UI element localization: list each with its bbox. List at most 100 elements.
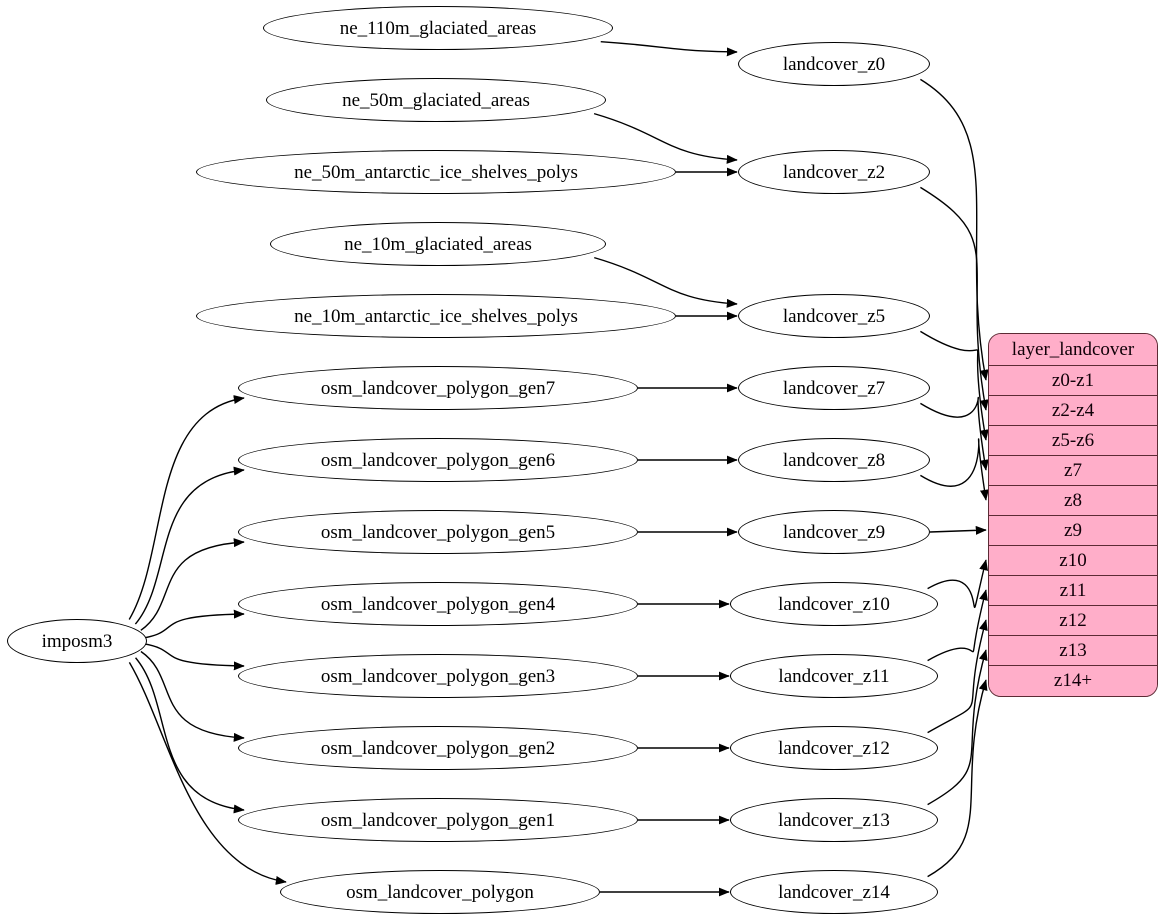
edges-layers-to-table — [920, 78, 989, 878]
table-row-z0-z1[interactable]: z0-z1 — [989, 366, 1157, 396]
table-row-z7[interactable]: z7 — [989, 456, 1157, 486]
edge-imposm3-to-osm-landcover-polygon-gen2 — [140, 650, 245, 742]
edge-ne-110m-glaciated-areas-to-landcover-z0 — [600, 40, 738, 57]
table-header: layer_landcover — [989, 334, 1157, 366]
table-cell-label: z8 — [1064, 489, 1082, 511]
edge-landcover-z7-to-table-row-z7 — [920, 396, 989, 471]
edge-imposm3-to-osm-landcover-polygon-gen1 — [135, 657, 245, 814]
edge-landcover-z12-to-table-row-z12 — [927, 619, 988, 734]
node-label: ne_110m_glaciated_areas — [339, 17, 537, 39]
edge-ne-10m-glaciated-areas-to-landcover-z5 — [594, 256, 738, 308]
node-label: osm_landcover_polygon_gen1 — [320, 809, 556, 831]
table-cell-label: z14+ — [1053, 670, 1093, 691]
node-landcover-z2[interactable]: landcover_z2 — [738, 150, 930, 194]
table-cell-label: z0-z1 — [1051, 369, 1095, 391]
node-label: osm_landcover_polygon_gen6 — [320, 449, 556, 471]
edge-landcover-z0-to-table-row-z0-z1 — [920, 78, 989, 381]
node-landcover-z7[interactable]: landcover_z7 — [738, 366, 930, 410]
edge-imposm3-to-osm-landcover-polygon — [128, 661, 287, 885]
table-cell-label: z11 — [1059, 579, 1087, 601]
table-cell-label: z12 — [1059, 609, 1087, 631]
table-cell-label: z2-z4 — [1051, 399, 1095, 421]
node-label: osm_landcover_polygon_gen4 — [320, 593, 556, 615]
node-label: landcover_z7 — [782, 377, 886, 399]
node-label: osm_landcover_polygon_gen7 — [320, 377, 556, 399]
node-ne-50m-glaciated-areas[interactable]: ne_50m_glaciated_areas — [266, 78, 606, 122]
table-row-z10[interactable]: z10 — [989, 546, 1157, 576]
node-osm-landcover-polygon-gen5[interactable]: osm_landcover_polygon_gen5 — [238, 510, 638, 554]
table-row-z5-z6[interactable]: z5-z6 — [989, 426, 1157, 456]
node-label: ne_10m_antarctic_ice_shelves_polys — [294, 305, 578, 327]
node-label: landcover_z13 — [778, 809, 890, 831]
node-label: landcover_z8 — [782, 449, 886, 471]
node-landcover-z9[interactable]: landcover_z9 — [738, 510, 930, 554]
table-cell-label: z7 — [1064, 459, 1082, 481]
table-row-z2-z4[interactable]: z2-z4 — [989, 396, 1157, 426]
node-imposm3[interactable]: imposm3 — [7, 619, 147, 663]
node-osm-landcover-polygon[interactable]: osm_landcover_polygon — [280, 870, 600, 914]
node-label: ne_10m_glaciated_areas — [344, 233, 532, 255]
table-row-z8[interactable]: z8 — [989, 486, 1157, 516]
layer-landcover-table[interactable]: layer_landcover z0-z1 z2-z4 z5-z6 z7 z8 z9 z10… — [988, 333, 1158, 697]
table-row-z14[interactable]: z14+ — [989, 666, 1157, 696]
edge-ne-50m-glaciated-areas-to-landcover-z2 — [593, 112, 738, 164]
edge-imposm3-to-osm-landcover-polygon-gen3 — [143, 643, 245, 671]
node-osm-landcover-polygon-gen2[interactable]: osm_landcover_polygon_gen2 — [238, 726, 638, 770]
node-label: osm_landcover_polygon — [346, 881, 534, 903]
edge-landcover-z10-to-table-row-z10 — [927, 559, 988, 609]
edge-imposm3-to-osm-landcover-polygon-gen5 — [140, 538, 245, 631]
node-label: landcover_z10 — [778, 593, 890, 615]
edges-root-to-sources — [128, 395, 287, 885]
node-label: landcover_z12 — [778, 737, 890, 759]
node-label: landcover_z0 — [782, 53, 886, 75]
node-osm-landcover-polygon-gen7[interactable]: osm_landcover_polygon_gen7 — [238, 366, 638, 410]
node-osm-landcover-polygon-gen4[interactable]: osm_landcover_polygon_gen4 — [238, 582, 638, 626]
node-landcover-z5[interactable]: landcover_z5 — [738, 294, 930, 338]
edge-landcover-z5-to-table-row-z5-z6 — [920, 330, 989, 441]
table-cell-label: z13 — [1059, 639, 1087, 661]
edge-landcover-z11-to-table-row-z11 — [927, 589, 988, 662]
table-cell-label: z9 — [1064, 519, 1082, 541]
edge-landcover-z2-to-table-row-z2-z4 — [920, 186, 989, 411]
node-ne-10m-antarctic-ice-shelves-polys[interactable]: ne_10m_antarctic_ice_shelves_polys — [196, 294, 676, 338]
node-label: landcover_z11 — [778, 665, 890, 687]
node-label: landcover_z9 — [782, 521, 886, 543]
node-landcover-z11[interactable]: landcover_z11 — [730, 654, 938, 698]
node-landcover-z8[interactable]: landcover_z8 — [738, 438, 930, 482]
node-label: ne_50m_antarctic_ice_shelves_polys — [294, 161, 578, 183]
edge-imposm3-to-osm-landcover-polygon-gen6 — [134, 466, 245, 625]
node-landcover-z0[interactable]: landcover_z0 — [738, 42, 930, 86]
node-landcover-z13[interactable]: landcover_z13 — [730, 798, 938, 842]
node-landcover-z10[interactable]: landcover_z10 — [730, 582, 938, 626]
edge-landcover-z9-to-table-row-z9 — [929, 525, 987, 535]
node-ne-50m-antarctic-ice-shelves-polys[interactable]: ne_50m_antarctic_ice_shelves_polys — [196, 150, 676, 194]
edge-imposm3-to-osm-landcover-polygon-gen7 — [128, 395, 245, 620]
node-landcover-z12[interactable]: landcover_z12 — [730, 726, 938, 770]
node-label: ne_50m_glaciated_areas — [342, 89, 530, 111]
node-ne-110m-glaciated-areas[interactable]: ne_110m_glaciated_areas — [263, 6, 613, 50]
node-label: imposm3 — [41, 630, 113, 652]
node-ne-10m-glaciated-areas[interactable]: ne_10m_glaciated_areas — [270, 222, 606, 266]
edge-landcover-z13-to-table-row-z13 — [927, 649, 988, 806]
table-row-z9[interactable]: z9 — [989, 516, 1157, 546]
node-osm-landcover-polygon-gen1[interactable]: osm_landcover_polygon_gen1 — [238, 798, 638, 842]
table-row-z12[interactable]: z12 — [989, 606, 1157, 636]
node-label: landcover_z5 — [782, 305, 886, 327]
edge-imposm3-to-osm-landcover-polygon-gen4 — [143, 609, 245, 639]
node-label: landcover_z14 — [778, 881, 890, 903]
table-cell-label: z5-z6 — [1051, 429, 1095, 451]
edge-landcover-z14-to-table-row-z14 — [927, 679, 988, 878]
edges-sources-to-layers — [593, 40, 738, 897]
node-label: osm_landcover_polygon_gen5 — [320, 521, 556, 543]
table-row-group: z0-z1 z2-z4 z5-z6 z7 z8 z9 z10 z11 z12 z13 z14+ — [989, 366, 1157, 696]
node-label: osm_landcover_polygon_gen3 — [320, 665, 556, 687]
table-row-z13[interactable]: z13 — [989, 636, 1157, 666]
node-osm-landcover-polygon-gen6[interactable]: osm_landcover_polygon_gen6 — [238, 438, 638, 482]
table-row-z11[interactable]: z11 — [989, 576, 1157, 606]
edge-landcover-z8-to-table-row-z8 — [920, 438, 989, 501]
node-osm-landcover-polygon-gen3[interactable]: osm_landcover_polygon_gen3 — [238, 654, 638, 698]
node-label: landcover_z2 — [782, 161, 886, 183]
node-landcover-z14[interactable]: landcover_z14 — [730, 870, 938, 914]
